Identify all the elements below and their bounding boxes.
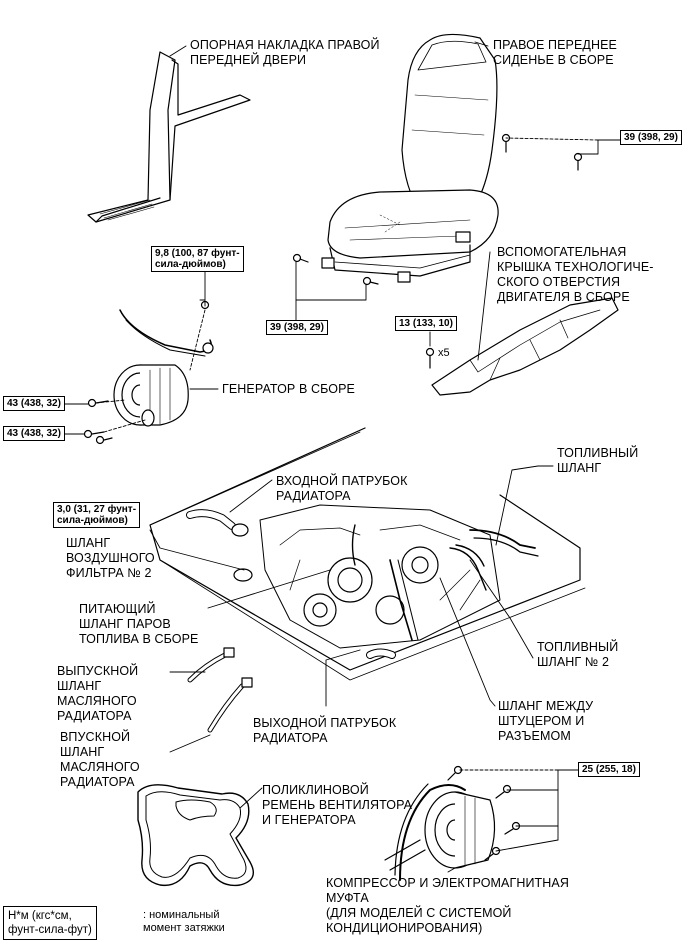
label-door-scuff-plate: ОПОРНАЯ НАКЛАДКА ПРАВОЙ ПЕРЕДНЕЙ ДВЕРИ: [190, 38, 380, 67]
label-fuel-vapor-hose: ПИТАЮЩИЙ ШЛАНГ ПАРОВ ТОПЛИВА В СБОРЕ: [79, 602, 199, 646]
label-ac-compressor: КОМПРЕССОР И ЭЛЕКТРОМАГНИТНАЯ МУФТА (ДЛЯ…: [326, 876, 569, 935]
oil-cooler-hoses-drawing: [187, 647, 253, 733]
torque-generator-top: 9,8 (100, 87 фунт- сила-дюймов): [151, 246, 244, 272]
seat-drawing: [321, 33, 499, 283]
generator-bolts: [83, 398, 113, 445]
service-cover-bolt-quantity: x5: [438, 347, 450, 359]
legend-description: : номинальный момент затяжки: [143, 909, 225, 934]
label-union-to-connector-hose: ШЛАНГ МЕЖДУ ШТУЦЕРОМ И РАЗЪЕМОМ: [498, 699, 594, 743]
label-v-ribbed-belt: ПОЛИКЛИНОВОЙ РЕМЕНЬ ВЕНТИЛЯТОРА И ГЕНЕРА…: [262, 783, 413, 827]
torque-compressor: 25 (255, 18): [578, 762, 640, 777]
legend-torque-unit: Н*м (кгс*см, фунт-сила-фут): [3, 906, 97, 940]
label-front-seat: ПРАВОЕ ПЕРЕДНЕЕ СИДЕНЬЕ В СБОРЕ: [493, 38, 617, 67]
torque-service-cover: 13 (133, 10): [395, 316, 457, 331]
label-fuel-hose-2: ТОПЛИВНЫЙ ШЛАНГ № 2: [537, 640, 619, 669]
engine-drawing: [259, 504, 539, 649]
label-service-hole-cover: ВСПОМОГАТЕЛЬНАЯ КРЫШКА ТЕХНОЛОГИЧЕ- СКОГ…: [497, 245, 654, 304]
label-air-filter-hose: ШЛАНГ ВОЗДУШНОГО ФИЛЬТРА № 2: [66, 536, 155, 580]
torque-generator-left-2: 43 (438, 32): [3, 426, 65, 441]
leader-lines: [59, 41, 621, 873]
torque-seat-upper: 39 (398, 29): [620, 130, 682, 145]
torque-hose-clamp: 3,0 (31, 27 фунт- сила-дюймов): [53, 502, 141, 528]
label-oil-cooler-outlet-hose: ВЫПУСКНОЙ ШЛАНГ МАСЛЯНОГО РАДИАТОРА: [57, 664, 139, 723]
label-fuel-hose: ТОПЛИВНЫЙ ШЛАНГ: [557, 446, 639, 475]
torque-generator-left-1: 43 (438, 32): [3, 396, 65, 411]
torque-seat-lower: 39 (398, 29): [266, 320, 328, 335]
v-ribbed-belt-drawing: [137, 784, 254, 887]
engine-bay-outline: [149, 427, 586, 681]
label-radiator-outlet-hose: ВЫХОДНОЙ ПАТРУБОК РАДИАТОРА: [253, 716, 397, 745]
door-scuff-plate-drawing: [87, 51, 251, 223]
label-radiator-inlet-hose: ВХОДНОЙ ПАТРУБОК РАДИАТОРА: [276, 474, 408, 503]
label-generator: ГЕНЕРАТОР В СБОРЕ: [222, 382, 355, 396]
label-oil-cooler-inlet-hose: ВПУСКНОЙ ШЛАНГ МАСЛЯНОГО РАДИАТОРА: [60, 730, 140, 789]
service-hole-cover-drawing: [425, 297, 619, 396]
radiator-hoses-drawing: [186, 509, 396, 659]
generator-drawing: [113, 300, 214, 427]
